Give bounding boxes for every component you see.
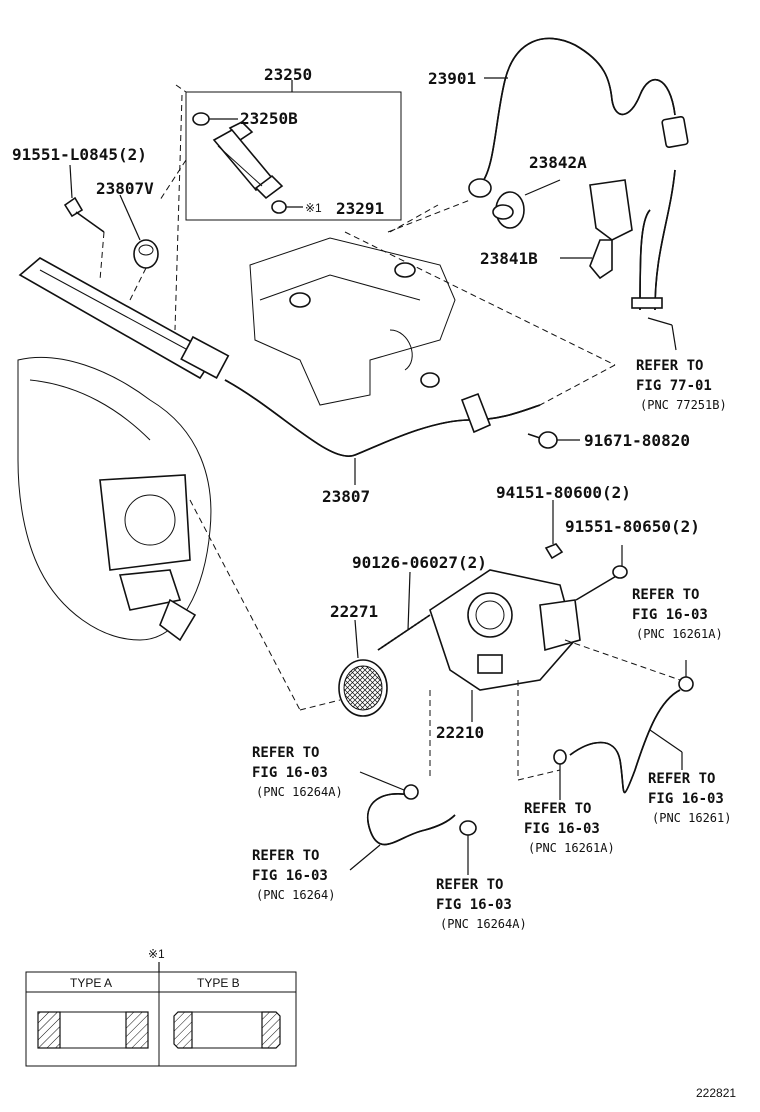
label-91551-80650: 91551-80650(2) — [565, 517, 700, 536]
refer-16-03-16261a-bottom: REFER TO FIG 16-03 (PNC 16261A) — [524, 801, 615, 855]
svg-text:(PNC 16261A): (PNC 16261A) — [636, 627, 723, 641]
label-91551-l0845: 91551-L0845(2) — [12, 145, 147, 164]
svg-text:(PNC 16264A): (PNC 16264A) — [440, 917, 527, 931]
fuel-injector-shape — [212, 121, 284, 200]
svg-text:(PNC 16264): (PNC 16264) — [256, 888, 335, 902]
bolt-91551-l0845 — [63, 164, 105, 281]
refer-77-01: REFER TO FIG 77-01 (PNC 77251B) — [636, 358, 727, 412]
legend-type-b: TYPE B — [197, 976, 240, 990]
label-22210: 22210 — [436, 723, 484, 742]
svg-text:FIG 77-01: FIG 77-01 — [636, 378, 712, 394]
cylinder-head-outline — [249, 237, 456, 406]
svg-text:REFER TO: REFER TO — [632, 587, 699, 603]
refer-16-03-16264a-bottom: REFER TO FIG 16-03 (PNC 16264A) — [436, 877, 527, 931]
vsv-23842a — [492, 179, 561, 229]
svg-text:(PNC 16261): (PNC 16261) — [652, 811, 731, 825]
refer-16-03-16261a-top: REFER TO FIG 16-03 (PNC 16261A) — [632, 587, 723, 641]
injector-kit-box — [185, 80, 402, 221]
label-90126-06027: 90126-06027(2) — [352, 553, 487, 572]
label-23291: 23291 — [336, 199, 384, 218]
label-23250: 23250 — [264, 65, 312, 84]
label-22271: 22271 — [330, 602, 378, 621]
svg-text:REFER TO: REFER TO — [436, 877, 503, 893]
svg-text:FIG 16-03: FIG 16-03 — [524, 821, 600, 837]
svg-text:(PNC 16264A): (PNC 16264A) — [256, 785, 343, 799]
svg-text:REFER TO: REFER TO — [252, 848, 319, 864]
label-23291-mark: ※1 — [305, 201, 322, 215]
nut-94151-80600 — [544, 500, 564, 560]
svg-text:(PNC 77251B): (PNC 77251B) — [640, 398, 727, 412]
svg-text:FIG 16-03: FIG 16-03 — [252, 868, 328, 884]
water-hose-left — [349, 771, 477, 875]
label-94151-80600: 94151-80600(2) — [496, 483, 631, 502]
spacer-23807v — [119, 194, 159, 301]
fuel-hose-23901 — [468, 37, 689, 198]
label-23807v: 23807V — [96, 179, 154, 198]
label-23841b: 23841B — [480, 249, 538, 268]
grommet-23291 — [271, 200, 287, 214]
label-91671-80820: 91671-80820 — [584, 431, 690, 450]
legend-type-a: TYPE A — [70, 976, 112, 990]
svg-text:REFER TO: REFER TO — [524, 801, 591, 817]
gasket-22271 — [338, 619, 388, 717]
gasket-type-legend: ※1 TYPE A TYPE B — [25, 947, 297, 1067]
svg-text:REFER TO: REFER TO — [648, 771, 715, 787]
intake-manifold-outline — [17, 356, 212, 642]
svg-text:FIG 16-03: FIG 16-03 — [648, 791, 724, 807]
bolt-91551-80650 — [575, 545, 628, 601]
refer-16-03-16264a-left: REFER TO FIG 16-03 (PNC 16264A) — [252, 745, 343, 799]
fuel-rail-assembly — [18, 257, 541, 485]
refer-16-03-16261: REFER TO FIG 16-03 (PNC 16261) — [648, 771, 731, 825]
stud-90126-06027 — [377, 571, 431, 651]
svg-text:FIG 16-03: FIG 16-03 — [436, 897, 512, 913]
figure-id: 222821 — [696, 1086, 736, 1100]
label-23901: 23901 — [428, 69, 476, 88]
svg-text:(PNC 16261A): (PNC 16261A) — [528, 841, 615, 855]
label-23250b: 23250B — [240, 109, 298, 128]
type-a-section — [37, 1011, 149, 1049]
legend-mark: ※1 — [148, 947, 165, 961]
o-ring-23250b — [192, 112, 210, 126]
type-b-section — [173, 1011, 281, 1049]
label-23842a: 23842A — [529, 153, 587, 172]
vapor-hose-right — [631, 169, 677, 351]
svg-text:REFER TO: REFER TO — [252, 745, 319, 761]
bolt-91671-80820 — [527, 431, 580, 449]
svg-text:REFER TO: REFER TO — [636, 358, 703, 374]
throttle-body-22210 — [429, 569, 581, 722]
water-hose-right — [553, 660, 694, 800]
svg-text:FIG 16-03: FIG 16-03 — [252, 765, 328, 781]
label-23807: 23807 — [322, 487, 370, 506]
refer-16-03-16264: REFER TO FIG 16-03 (PNC 16264) — [252, 848, 335, 902]
bracket-23841b — [560, 179, 633, 280]
svg-text:FIG 16-03: FIG 16-03 — [632, 607, 708, 623]
